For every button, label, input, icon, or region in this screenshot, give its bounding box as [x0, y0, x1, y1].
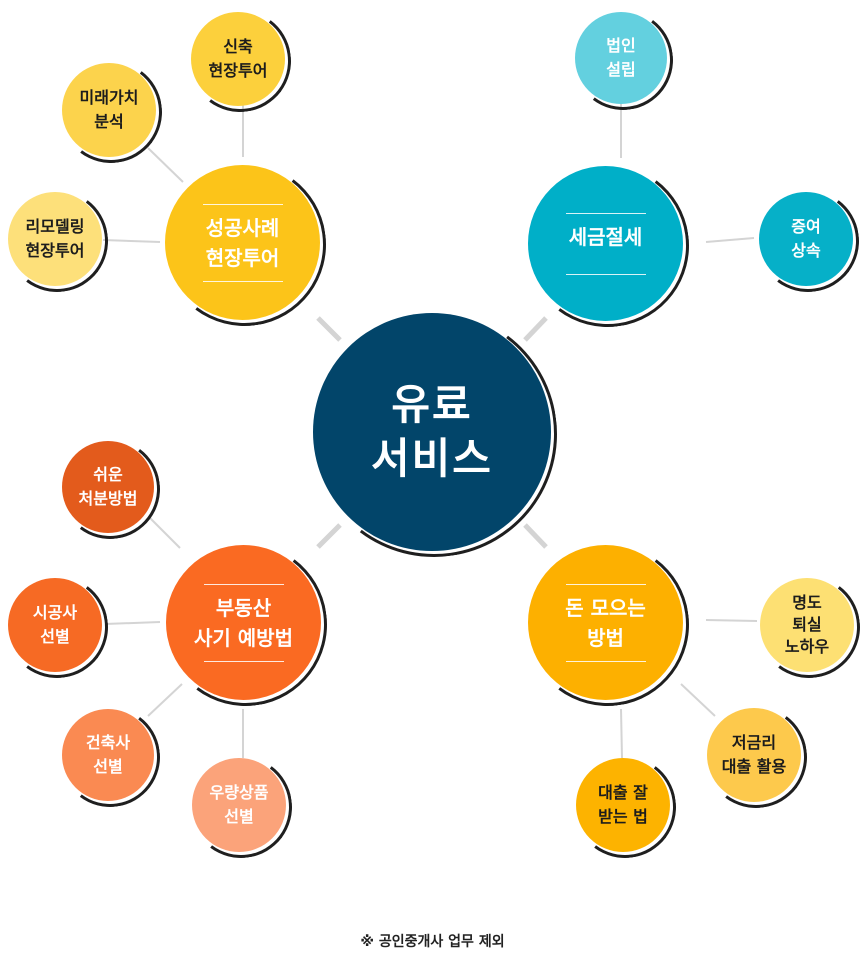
hub-label-line1: 세금절세	[568, 224, 643, 249]
leaf-label-line1: 저금리	[731, 733, 777, 752]
leaf-label-line2: 처분방법	[78, 489, 138, 508]
leaf-label-line2: 퇴실	[792, 615, 822, 634]
leaf-label-line2: 현장투어	[25, 241, 85, 260]
leaf-corporation-setup: 법인 설립	[575, 12, 667, 104]
hub-label-line1: 부동산	[215, 595, 272, 620]
leaf-new-build-tour: 신축 현장투어	[191, 12, 285, 106]
leaf-label-line1: 명도	[792, 593, 822, 612]
hub-label-line2: 방법	[587, 625, 624, 650]
leaf-gift-inheritance: 증여 상속	[759, 192, 853, 286]
hub-rule-top	[565, 583, 646, 585]
leaf-label-line1: 법인	[606, 36, 636, 55]
center-title-line2: 서비스	[371, 434, 493, 483]
leaf-easy-disposal: 쉬운 처분방법	[62, 441, 154, 533]
leaf-label-line2: 설립	[606, 60, 636, 79]
connector-center-tax	[523, 316, 548, 342]
leaf-label-line1: 대출 잘	[598, 783, 648, 802]
leaf-label-line2: 받는 법	[598, 807, 648, 826]
hub-label-line1: 성공사례	[205, 215, 280, 240]
hub-label-line2: 사기 예방법	[194, 625, 293, 650]
hub-success-cases-tour: 성공사례 현장투어	[165, 165, 320, 320]
leaf-label-line2: 선별	[93, 757, 123, 776]
hub-tax-saving: 세금절세	[528, 166, 683, 321]
connector-fraud-contractor	[104, 621, 161, 625]
leaf-label-line1: 시공사	[32, 603, 78, 622]
center-node-paid-services: 유료 서비스	[313, 313, 551, 551]
hub-label-line1: 돈 모으는	[565, 595, 646, 620]
connector-center-success	[316, 316, 342, 342]
hub-rule-top	[565, 212, 646, 214]
footnote: ※ 공인중개사 업무 제외	[360, 934, 505, 950]
leaf-getting-loans: 대출 잘 받는 법	[576, 758, 670, 852]
connector-center-money	[523, 523, 548, 549]
connector-money-loan	[620, 708, 623, 759]
leaf-label-line2: 분석	[94, 112, 124, 131]
connector-fraud-builder	[147, 683, 183, 717]
leaf-contractor-selection: 시공사 선별	[8, 578, 102, 672]
hub-rule-top	[203, 583, 284, 585]
leaf-label-line1: 쉬운	[93, 465, 123, 484]
connector-money-lowrate	[680, 683, 716, 717]
center-title-line1: 유료	[391, 380, 473, 429]
hub-rule-top	[202, 203, 283, 205]
leaf-low-rate-loan: 저금리 대출 활용	[707, 708, 801, 802]
leaf-label-line1: 건축사	[85, 733, 131, 752]
leaf-label-line1: 리모델링	[25, 217, 85, 236]
connector-money-evacuation	[705, 619, 758, 622]
connector-tax-gift	[705, 237, 755, 243]
leaf-label-line1: 우량상품	[209, 783, 269, 802]
leaf-remodeling-tour: 리모델링 현장투어	[8, 192, 102, 286]
leaf-label-line2: 선별	[224, 807, 254, 826]
leaf-quality-property-selection: 우량상품 선별	[192, 758, 286, 852]
leaf-label-line2: 상속	[791, 241, 821, 260]
leaf-evacuation-knowhow: 명도 퇴실 노하우	[760, 578, 854, 672]
connector-fraud-disposal	[149, 517, 181, 549]
leaf-label-line3: 노하우	[784, 637, 830, 656]
leaf-architect-selection: 건축사 선별	[62, 709, 154, 801]
hub-rule-bottom	[565, 660, 646, 662]
hub-real-estate-fraud-prevention: 부동산 사기 예방법	[166, 545, 321, 700]
hub-rule-bottom	[565, 273, 646, 275]
leaf-label-line1: 증여	[791, 217, 821, 236]
leaf-label-line1: 미래가치	[79, 88, 139, 107]
connector-success-remodel	[102, 239, 161, 243]
connector-success-future	[147, 147, 184, 183]
leaf-label-line1: 신축	[223, 37, 253, 56]
hub-label-line2: 현장투어	[205, 245, 280, 270]
leaf-label-line2: 현장투어	[208, 61, 268, 80]
leaf-label-line2: 선별	[40, 627, 70, 646]
hub-saving-money: 돈 모으는 방법	[528, 545, 683, 700]
hub-rule-bottom	[203, 660, 284, 662]
hub-rule-bottom	[202, 280, 283, 282]
connector-center-fraud	[316, 523, 342, 549]
leaf-future-value-analysis: 미래가치 분석	[62, 63, 156, 157]
leaf-label-line2: 대출 활용	[721, 757, 787, 776]
